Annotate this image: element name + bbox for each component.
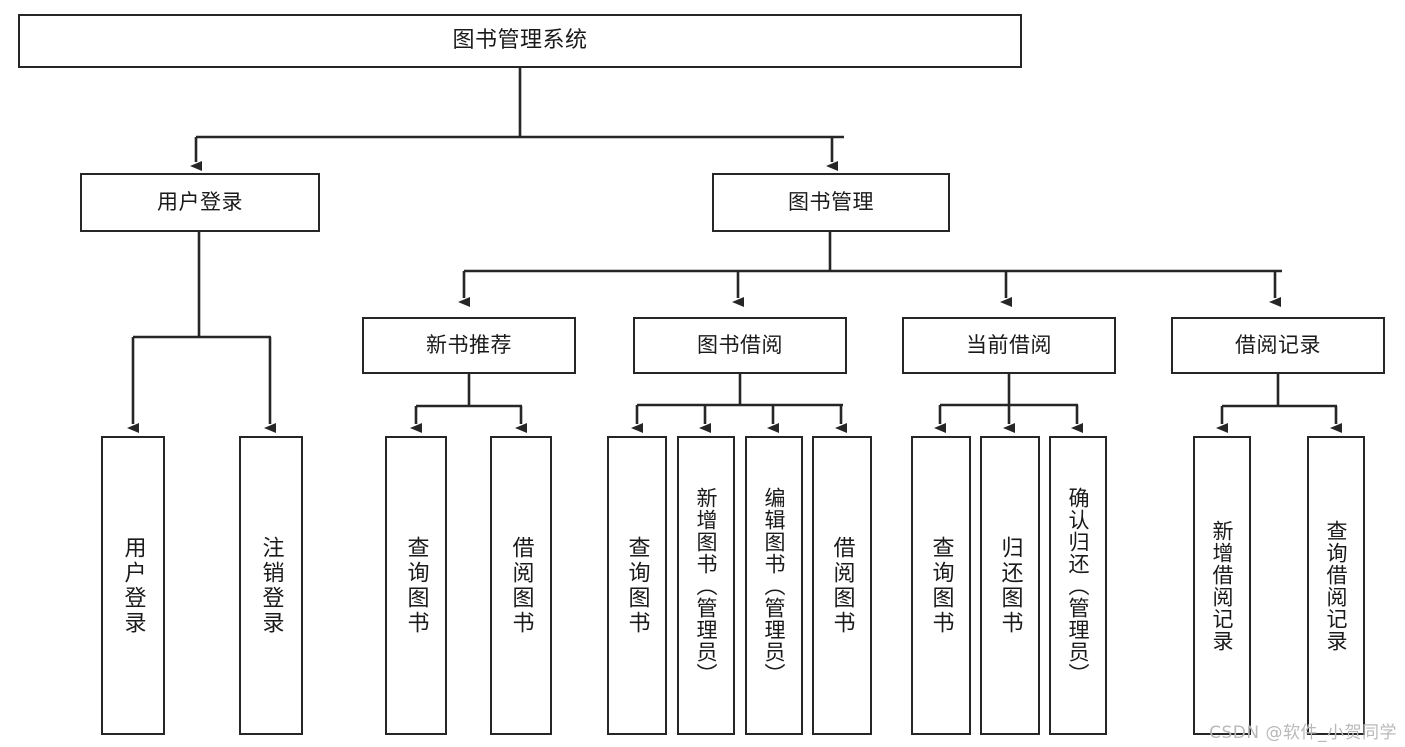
node-book-manage-label: 图书管理 xyxy=(788,190,874,215)
node-user-login-label: 用户登录 xyxy=(157,190,243,215)
leaf-query-record-label: 查询借阅记录 xyxy=(1324,519,1349,652)
node-root[interactable]: 图书管理系统 xyxy=(18,14,1022,68)
leaf-edit-book[interactable]: 编辑图书（管理员） xyxy=(745,436,803,735)
leaf-user-login[interactable]: 用户登录 xyxy=(101,436,165,735)
leaf-query-book-3-label: 查询图书 xyxy=(928,535,954,636)
leaf-borrow-book-1[interactable]: 借阅图书 xyxy=(490,436,552,735)
node-new-book-rec[interactable]: 新书推荐 xyxy=(362,317,576,374)
node-root-label: 图书管理系统 xyxy=(452,28,588,54)
leaf-logout-label: 注销登录 xyxy=(258,535,284,636)
watermark: CSDN @软件_小贺同学 xyxy=(1209,723,1397,743)
leaf-borrow-book-1-label: 借阅图书 xyxy=(508,535,534,636)
leaf-edit-book-label: 编辑图书（管理员） xyxy=(762,486,787,685)
leaf-confirm-return[interactable]: 确认归还（管理员） xyxy=(1049,436,1107,735)
leaf-query-book-1[interactable]: 查询图书 xyxy=(385,436,447,735)
node-book-manage[interactable]: 图书管理 xyxy=(712,173,950,232)
leaf-confirm-return-label: 确认归还（管理员） xyxy=(1066,486,1091,685)
leaf-add-record[interactable]: 新增借阅记录 xyxy=(1193,436,1251,735)
leaf-user-login-label: 用户登录 xyxy=(120,535,146,636)
node-new-book-rec-label: 新书推荐 xyxy=(426,333,512,358)
leaf-query-record[interactable]: 查询借阅记录 xyxy=(1307,436,1365,735)
leaf-add-book[interactable]: 新增图书（管理员） xyxy=(677,436,735,735)
node-borrow-record-label: 借阅记录 xyxy=(1235,333,1321,358)
leaf-query-book-2[interactable]: 查询图书 xyxy=(607,436,667,735)
leaf-borrow-book-2-label: 借阅图书 xyxy=(829,535,855,636)
leaf-logout[interactable]: 注销登录 xyxy=(239,436,303,735)
leaf-borrow-book-2[interactable]: 借阅图书 xyxy=(812,436,872,735)
node-book-borrow-label: 图书借阅 xyxy=(697,333,783,358)
leaf-return-book-label: 归还图书 xyxy=(997,535,1023,636)
leaf-add-record-label: 新增借阅记录 xyxy=(1210,519,1235,652)
node-current-borrow-label: 当前借阅 xyxy=(966,333,1052,358)
leaf-query-book-2-label: 查询图书 xyxy=(624,535,650,636)
node-user-login[interactable]: 用户登录 xyxy=(80,173,320,232)
node-borrow-record[interactable]: 借阅记录 xyxy=(1171,317,1385,374)
node-book-borrow[interactable]: 图书借阅 xyxy=(633,317,847,374)
node-current-borrow[interactable]: 当前借阅 xyxy=(902,317,1116,374)
leaf-add-book-label: 新增图书（管理员） xyxy=(694,486,719,685)
leaf-query-book-1-label: 查询图书 xyxy=(403,535,429,636)
leaf-return-book[interactable]: 归还图书 xyxy=(980,436,1040,735)
leaf-query-book-3[interactable]: 查询图书 xyxy=(911,436,971,735)
